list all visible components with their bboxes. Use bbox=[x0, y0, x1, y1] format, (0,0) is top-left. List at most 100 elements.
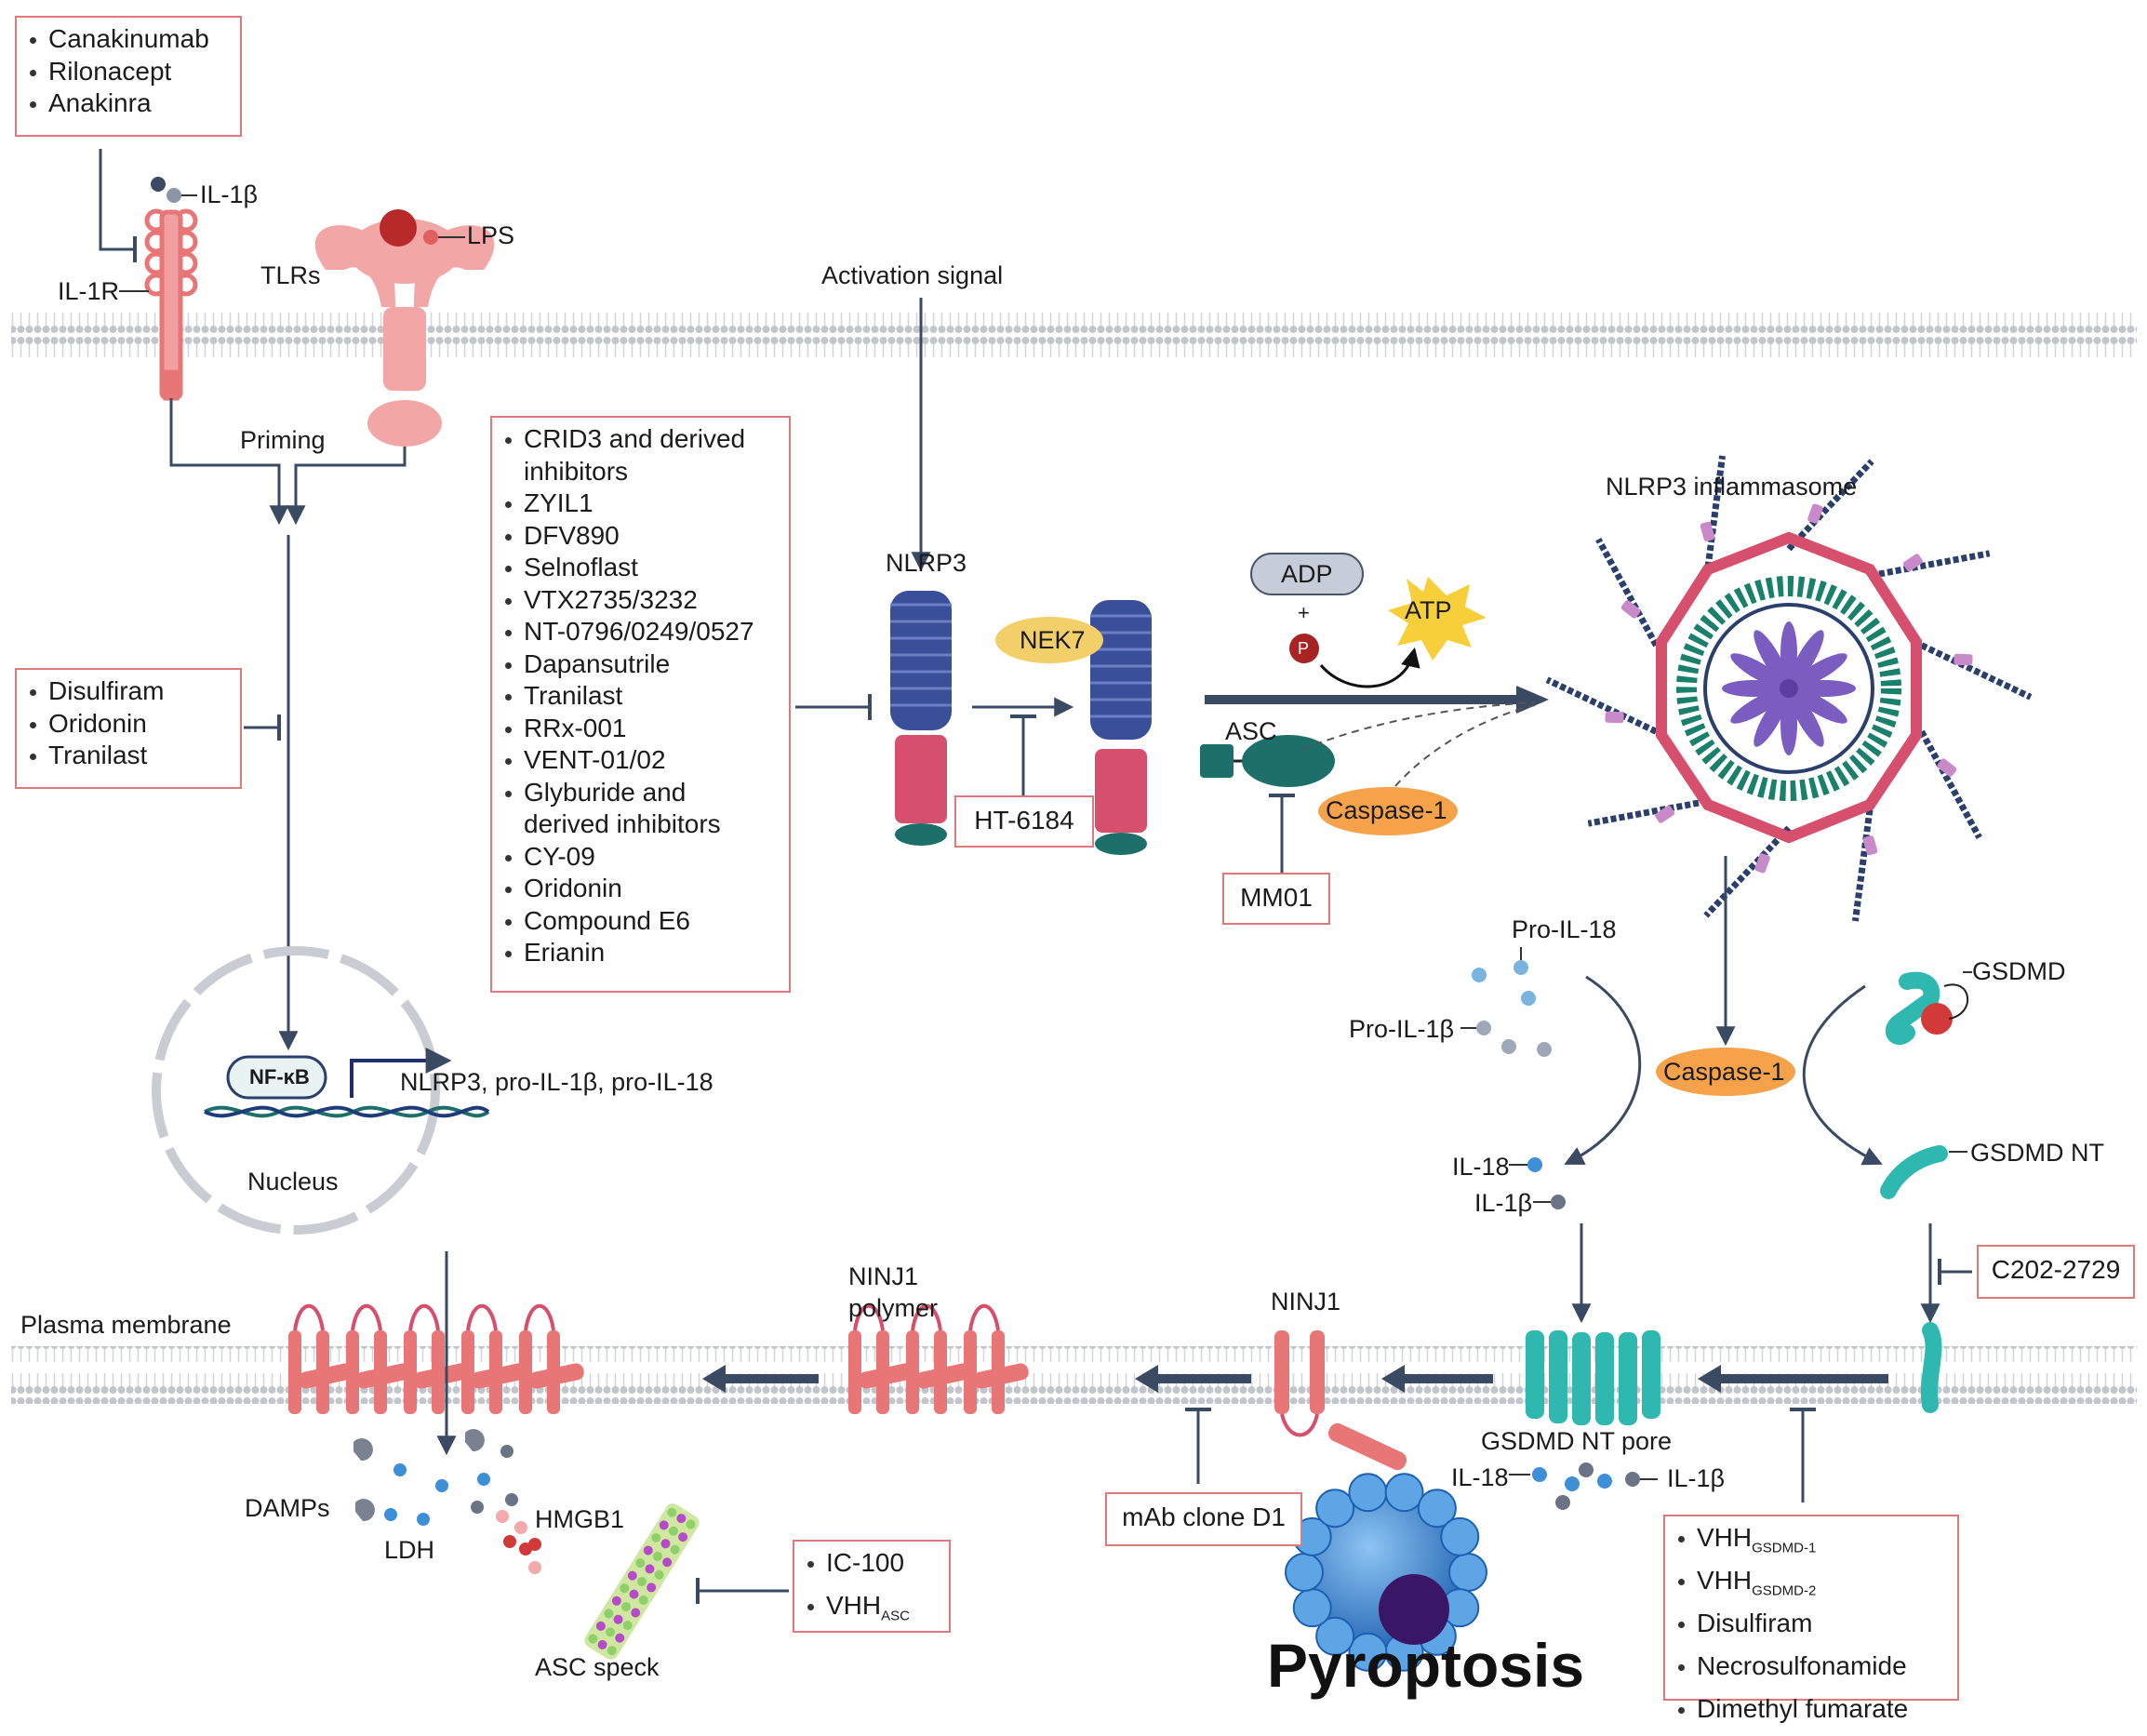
ninj1-polymer-middle bbox=[848, 1303, 1029, 1414]
nlrp3-inhibitor-item: Compound E6 bbox=[505, 905, 776, 938]
asc-inhibitor-label: MM01 bbox=[1240, 883, 1313, 912]
ninj1-amphipathic-helix bbox=[298, 1363, 353, 1389]
inflammasome-pyd bbox=[1862, 835, 1878, 856]
inflammasome-spoke bbox=[1545, 676, 1658, 735]
ninj1-loop bbox=[911, 1303, 942, 1331]
nlrp3-inhibitor-item: Dapansutrile bbox=[505, 648, 776, 681]
il18-out-label: IL-18 bbox=[1451, 1463, 1509, 1491]
inflammasome-petal bbox=[1789, 630, 1824, 686]
asc-speck-dot bbox=[613, 1614, 623, 1624]
inflammasome-spoke bbox=[1587, 797, 1708, 827]
nek7-pill bbox=[995, 617, 1103, 663]
il1b-top-label: IL-1β bbox=[200, 180, 259, 208]
asc-speck-dot bbox=[645, 1564, 655, 1574]
plasma-membrane-label: Plasma membrane bbox=[20, 1311, 232, 1339]
gsdmd-nt-protein bbox=[1880, 1145, 1948, 1199]
inflammasome-petal bbox=[1730, 688, 1786, 724]
inflammasome-pyd bbox=[1605, 711, 1624, 724]
inflammasome-pyd bbox=[1807, 503, 1823, 524]
asc-speck-dot bbox=[629, 1589, 639, 1599]
nlrp3-inflammasome bbox=[1545, 455, 2033, 922]
membrane-bleb bbox=[1315, 1616, 1355, 1656]
asc-speck-inhibitor-box: IC-100 VHHASC bbox=[793, 1540, 951, 1633]
caspase1-pill-b bbox=[1656, 1048, 1795, 1096]
plus-label: + bbox=[1298, 601, 1310, 624]
gsdmd-label: GSDMD bbox=[1972, 957, 2066, 985]
asc-speck-dot bbox=[652, 1551, 662, 1561]
ninj1-loop bbox=[466, 1303, 498, 1331]
nlrp3-inhibitor-item: VENT-01/02 bbox=[505, 744, 776, 777]
asc-speck-dot bbox=[622, 1621, 633, 1631]
asc-speck bbox=[584, 1503, 700, 1660]
il1-blocker-box: Canakinumab Rilonacept Anakinra bbox=[15, 16, 242, 137]
inflammasome-pyd bbox=[1937, 758, 1957, 777]
ninj1-amphipathic-helix bbox=[471, 1363, 527, 1389]
pro-il18-label: Pro-IL-18 bbox=[1512, 915, 1617, 943]
gsdmd-nt-pore-label: GSDMD NT pore bbox=[1481, 1427, 1673, 1455]
pyroptotic-cell bbox=[1285, 1473, 1487, 1672]
tlrs-label: TLRs bbox=[260, 261, 321, 289]
asc-label: ASC bbox=[1225, 717, 1277, 745]
inflammasome-petal bbox=[1754, 691, 1789, 747]
asc-speck-dot bbox=[667, 1507, 677, 1517]
membrane-bleb bbox=[1348, 1473, 1388, 1513]
asc-speck-dot bbox=[654, 1569, 664, 1580]
il18-label: IL-18 bbox=[1452, 1153, 1510, 1181]
asc-speck-dot bbox=[595, 1621, 606, 1631]
nlrp3-label: NLRP3 bbox=[886, 549, 967, 577]
gsdmd-pore-inhibitor-item: Dimethyl fumarate bbox=[1678, 1693, 1944, 1736]
asc-speck-dot bbox=[620, 1583, 630, 1594]
atp-label: ATP bbox=[1405, 596, 1452, 624]
asc-speck-label: ASC speck bbox=[535, 1653, 660, 1681]
caspase1-pill-a bbox=[1318, 787, 1458, 835]
membrane-bleb bbox=[1440, 1516, 1480, 1556]
nfkb-inhibitor-box: Disulfiram Oridonin Tranilast bbox=[15, 668, 242, 789]
asc-speck-dot bbox=[604, 1609, 614, 1619]
asc-speck-inhibitor-item: IC-100 bbox=[807, 1547, 936, 1590]
inflammasome-pyd bbox=[1902, 554, 1923, 572]
transcription-targets-label: NLRP3, pro-IL-1β, pro-IL-18 bbox=[400, 1068, 713, 1096]
phosphate-circle bbox=[1289, 634, 1319, 663]
ninj1-loop bbox=[351, 1303, 382, 1331]
ninj1-loop bbox=[524, 1303, 555, 1331]
priming-label: Priming bbox=[240, 426, 326, 454]
il1-blocker-item: Rilonacept bbox=[30, 56, 227, 88]
upper-membrane bbox=[11, 307, 2137, 365]
ninj1-helix bbox=[519, 1330, 532, 1414]
inflammasome-pyd bbox=[1954, 653, 1973, 666]
nlrp3-inhibitor-box: CRID3 and derived inhibitors ZYIL1 DFV89… bbox=[490, 416, 791, 993]
asc-speck-dot bbox=[635, 1558, 646, 1569]
asc-speck-dot bbox=[638, 1595, 648, 1605]
membrane-bleb bbox=[1285, 1553, 1324, 1592]
damps-particles bbox=[353, 1429, 541, 1574]
inflammasome-pyd bbox=[1620, 600, 1641, 619]
phosphate-label: P bbox=[1298, 639, 1310, 658]
asc-speck-dot bbox=[686, 1519, 696, 1529]
ninj1-helix bbox=[906, 1330, 919, 1414]
asc-speck-dot bbox=[606, 1627, 616, 1637]
inflammasome-petal bbox=[1754, 630, 1789, 686]
il1r-receptor bbox=[144, 208, 198, 401]
pyroptosis-title: Pyroptosis bbox=[1267, 1631, 1585, 1700]
inflammasome-spoke bbox=[1918, 729, 1982, 839]
inflammasome-petal bbox=[1792, 688, 1847, 724]
inflammasome-spoke bbox=[1595, 538, 1660, 648]
il1r-label: IL-1R bbox=[58, 277, 120, 305]
ninj1-amphipathic-helix bbox=[355, 1363, 411, 1389]
inflammasome-pyd bbox=[1754, 853, 1770, 874]
gsdmd-nt-inhibitor-box: C202-2729 bbox=[1977, 1245, 2135, 1299]
membrane-bleb bbox=[1348, 1632, 1388, 1672]
asc-inhibitor-box: MM01 bbox=[1222, 873, 1330, 925]
membrane-bleb bbox=[1384, 1473, 1424, 1513]
ninj1-helix bbox=[461, 1330, 474, 1414]
asc-speck-dot bbox=[637, 1577, 647, 1586]
nlrp3-inhibitor-item: Erianin bbox=[505, 937, 776, 969]
ninj1-polymer-left bbox=[288, 1303, 584, 1414]
ninj1-amphipathic-helix bbox=[858, 1363, 913, 1389]
nlrp3-inhibitor-item: Oridonin bbox=[505, 873, 776, 905]
inflammasome-petal bbox=[1792, 653, 1847, 688]
asc-speck-dot bbox=[631, 1608, 641, 1618]
inflammasome-spoke bbox=[1703, 455, 1727, 577]
ninj1-loop bbox=[968, 1303, 1000, 1331]
membrane-bleb bbox=[1315, 1489, 1355, 1529]
